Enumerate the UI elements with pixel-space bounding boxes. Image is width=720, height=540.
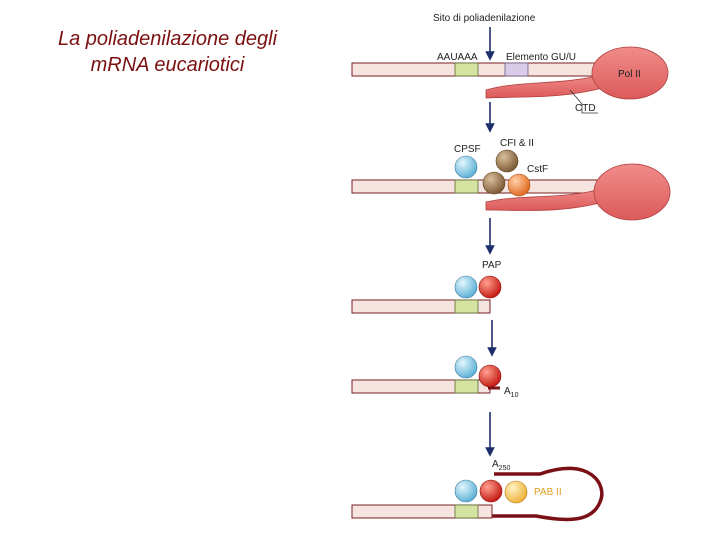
a10-label: A10	[504, 386, 519, 399]
aauaaa-element	[454, 179, 479, 194]
stage-5-long-tail: A250 PAB II	[351, 459, 604, 522]
title-line-1: La poliadenilazione degli	[57, 28, 278, 50]
title-line-2: mRNA eucariotici	[90, 54, 245, 76]
site-label: Sito di poliadenilazione	[433, 13, 536, 24]
stage-2-complex-assembly: CPSF CFI & II CstF	[351, 138, 671, 221]
ctd-label-underline	[581, 104, 598, 114]
pol-ii-body	[593, 163, 671, 221]
aauaaa-label: AAUAAA	[437, 52, 478, 63]
cpsf-protein	[454, 355, 478, 379]
cf-protein	[482, 171, 506, 195]
ctd-pointer	[569, 89, 583, 105]
pap-label: PAP	[482, 260, 502, 271]
stage-1-cleavage-site: Sito di poliadenilazione AAUAAA Elemento…	[351, 13, 669, 114]
pol-ii-label: Pol II	[618, 69, 641, 80]
ctd-tail	[485, 73, 611, 99]
pab-ii-label: PAB II	[534, 487, 562, 498]
aauaaa-element	[454, 299, 479, 314]
cpsf-protein	[454, 275, 478, 299]
stage-4-short-tail: A10	[351, 355, 519, 399]
pre-mrna-strand	[351, 62, 615, 77]
a250-label: A250	[492, 459, 510, 472]
ctd-label: CTD	[575, 103, 596, 114]
aauaaa-element	[454, 379, 479, 394]
cpsf-protein	[454, 479, 478, 503]
cpsf-label: CPSF	[454, 144, 481, 155]
pap-protein	[478, 364, 502, 388]
cstf-label: CstF	[527, 164, 548, 175]
stage-3-cleavage: PAP	[351, 260, 502, 314]
cpsf-protein	[454, 155, 478, 179]
poly-a-250-loop	[492, 466, 604, 522]
cstf-protein	[507, 173, 531, 197]
aauaaa-element	[454, 504, 479, 519]
cf-protein	[495, 149, 519, 173]
pap-protein	[478, 275, 502, 299]
slide-title: La poliadenilazione degli mRNA eucarioti…	[10, 26, 325, 78]
pol-ii-body	[591, 46, 669, 100]
gu-element	[504, 62, 529, 77]
gu-element-label: Elemento GU/U	[506, 52, 576, 63]
pap-protein	[479, 479, 503, 503]
aauaaa-element	[454, 62, 479, 77]
cf-label: CFI & II	[500, 138, 534, 149]
pab-ii-protein	[504, 480, 528, 504]
